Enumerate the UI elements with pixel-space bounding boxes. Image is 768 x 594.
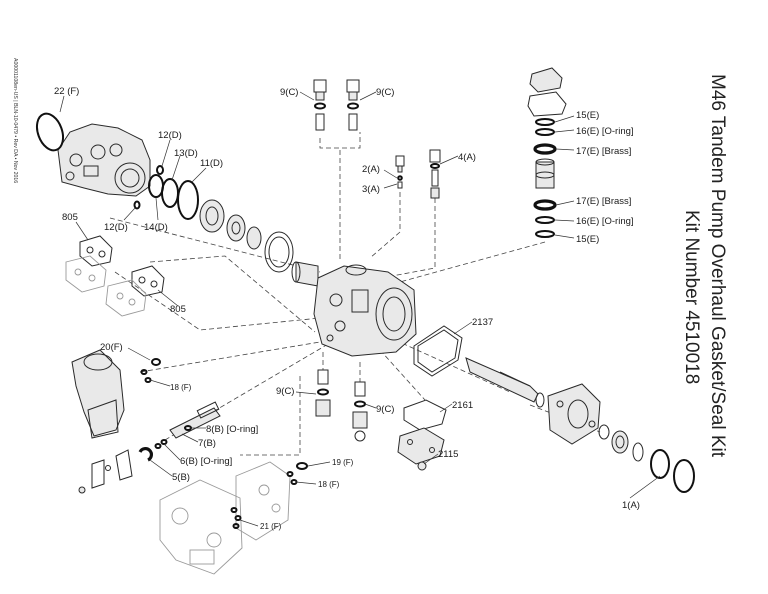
callout-leader-lines bbox=[59, 91, 661, 527]
label-21F: 21 (F) bbox=[260, 522, 282, 531]
gasket-2137-inner bbox=[417, 329, 459, 373]
document-reference-note: A00001108en-US | BLN-10-0479 • Rev DA • … bbox=[12, 58, 18, 183]
o-ring-22F bbox=[35, 112, 65, 152]
cover-2161 bbox=[397, 399, 447, 465]
label-17E-bottom: 17(E) [Brass] bbox=[576, 196, 631, 207]
label-18F-lower: 18 (F) bbox=[318, 480, 340, 489]
valve-2A-3A bbox=[395, 155, 405, 189]
label-16E-bottom: 16(E) [O-ring] bbox=[576, 216, 634, 227]
seal-13D bbox=[161, 178, 179, 208]
fitting-9C-top-left bbox=[313, 79, 327, 131]
label-5B: 5(B) bbox=[172, 472, 190, 483]
o-rings-19F-18F-21F bbox=[230, 462, 308, 529]
drive-shaft bbox=[465, 357, 545, 408]
seal-11D bbox=[177, 180, 199, 220]
gasket-2137 bbox=[413, 325, 463, 377]
label-18F-upper: 18 (F) bbox=[170, 383, 192, 392]
label-9C-lower-left: 9(C) bbox=[276, 386, 294, 397]
label-16E-top: 16(E) [O-ring] bbox=[576, 126, 634, 137]
fitting-9C-top-right bbox=[346, 79, 360, 131]
label-20F: 20(F) bbox=[100, 342, 123, 353]
front-cover-flange bbox=[547, 383, 601, 445]
seal-12D-top bbox=[156, 165, 164, 175]
callout-labels: 22 (F) 12(D) 13(D) 11(D) 805 12(D) 14(D)… bbox=[54, 86, 640, 531]
label-9C-top-right: 9(C) bbox=[376, 87, 394, 98]
diagram-title: M46 Tandem Pump Overhaul Gasket/Seal Kit… bbox=[681, 74, 728, 458]
label-17E-top: 17(E) [Brass] bbox=[576, 146, 631, 157]
label-8B: 8(B) [O-ring] bbox=[206, 424, 258, 435]
label-13D: 13(D) bbox=[174, 148, 198, 159]
fitting-9C-lower-left bbox=[315, 369, 331, 417]
label-4A: 4(A) bbox=[458, 152, 476, 163]
label-3A: 3(A) bbox=[362, 184, 380, 195]
label-1A: 1(A) bbox=[622, 500, 640, 511]
label-14D: 14(D) bbox=[144, 222, 168, 233]
label-2161: 2161 bbox=[452, 400, 473, 411]
label-15E-bottom: 15(E) bbox=[576, 234, 599, 245]
label-9C-top-left: 9(C) bbox=[280, 87, 298, 98]
filter-adapter-20F bbox=[71, 349, 125, 439]
gasket-805-a bbox=[65, 235, 113, 293]
label-2A: 2(A) bbox=[362, 164, 380, 175]
seal-14D bbox=[148, 174, 164, 198]
label-805-a: 805 bbox=[62, 212, 78, 223]
seal-12D-bottom bbox=[133, 200, 141, 210]
label-12D-bottom: 12(D) bbox=[104, 222, 128, 233]
relief-valve-5B-8B bbox=[138, 401, 221, 462]
label-2115: 2115 bbox=[438, 449, 458, 460]
shaft-seal-parts bbox=[598, 424, 695, 493]
label-2137: 2137 bbox=[472, 317, 493, 328]
valve-4A bbox=[429, 149, 441, 199]
title-line2: Kit Number 4510018 bbox=[681, 210, 702, 384]
front-pump-housing bbox=[57, 123, 151, 197]
label-6B: 6(B) [O-ring] bbox=[180, 456, 232, 467]
main-pump-housing bbox=[313, 264, 417, 357]
fitting-9C-lower-right bbox=[352, 381, 368, 442]
label-12D-top: 12(D) bbox=[158, 130, 182, 141]
small-hardware-left bbox=[78, 449, 133, 494]
label-15E-top: 15(E) bbox=[576, 110, 599, 121]
label-22F: 22 (F) bbox=[54, 86, 79, 97]
label-805-b: 805 bbox=[170, 304, 186, 315]
label-9C-lower-right: 9(C) bbox=[376, 404, 394, 415]
o-ring-20F bbox=[151, 358, 161, 366]
bearing-and-rotor-stack bbox=[199, 199, 319, 287]
label-19F: 19 (F) bbox=[332, 458, 354, 467]
label-11D: 11(D) bbox=[200, 158, 223, 169]
gasket-805-b bbox=[105, 265, 165, 317]
label-7B: 7(B) bbox=[198, 438, 216, 449]
charge-valve-stack bbox=[527, 67, 567, 238]
title-line1: M46 Tandem Pump Overhaul Gasket/Seal Kit bbox=[707, 74, 728, 458]
